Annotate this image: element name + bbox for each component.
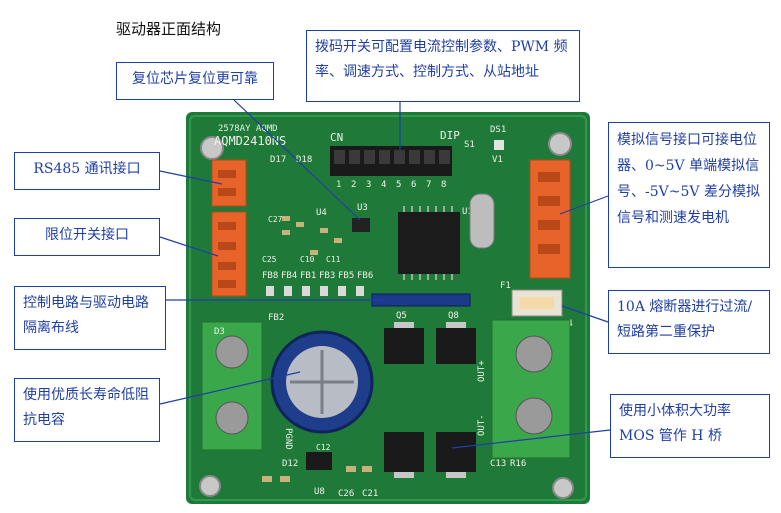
silk-c27: C27 bbox=[268, 215, 283, 224]
silk-c12: C12 bbox=[316, 443, 331, 452]
pointer-fuse bbox=[561, 305, 609, 323]
silk-fb4: FB4 bbox=[281, 271, 297, 281]
silk-f1: F1 bbox=[500, 281, 511, 291]
callout-rs485: RS485 通讯接口 bbox=[14, 152, 160, 190]
mounting-hole bbox=[548, 132, 572, 156]
silk-out-minus: OUT- bbox=[477, 414, 487, 436]
silk-d3: D3 bbox=[214, 327, 225, 337]
silk-u1: U1 bbox=[462, 207, 473, 217]
dip-number: 3 bbox=[366, 180, 371, 190]
mcu-chip bbox=[398, 212, 460, 274]
silk-q5: Q5 bbox=[396, 311, 407, 321]
mounting-hole bbox=[552, 477, 574, 499]
silk-fb1: FB1 bbox=[300, 271, 316, 281]
silk-fb5: FB5 bbox=[338, 271, 354, 281]
silk-cn: CN bbox=[330, 131, 343, 144]
silk-fb8: FB8 bbox=[262, 271, 278, 281]
silk-u3: U3 bbox=[357, 203, 368, 213]
mosfet bbox=[384, 432, 424, 472]
silk-c10: C10 bbox=[300, 255, 315, 264]
callout-fuse: 10A 熔断器进行过流/短路第二重保护 bbox=[608, 290, 770, 354]
dip-number: 6 bbox=[411, 180, 416, 190]
silk-s1: S1 bbox=[464, 140, 475, 150]
silk-d18: D18 bbox=[296, 155, 312, 165]
silk-d12: D12 bbox=[282, 459, 298, 469]
silk-u4: U4 bbox=[316, 208, 327, 218]
callout-dip-switch: 拨码开关可配置电流控制参数、PWM 频率、调速方式、控制方式、从站地址 bbox=[306, 30, 580, 102]
dip-number: 7 bbox=[426, 180, 431, 190]
silk-model: AQMD2410NS bbox=[214, 134, 286, 148]
mosfet bbox=[436, 328, 476, 364]
pointer-mosfet bbox=[451, 429, 611, 449]
reset-chip bbox=[352, 218, 370, 232]
dip-number: 5 bbox=[396, 180, 401, 190]
dip-number: 8 bbox=[441, 180, 446, 190]
dip-number: 1 bbox=[336, 180, 341, 190]
silk-c13: C13 bbox=[490, 459, 506, 469]
callout-limit-switch: 限位开关接口 bbox=[14, 218, 160, 256]
pointer-capacitor bbox=[159, 371, 301, 405]
page-title: 驱动器正面结构 bbox=[116, 20, 222, 38]
silk-v1: V1 bbox=[492, 155, 503, 165]
mounting-hole bbox=[200, 136, 224, 160]
silk-c21: C21 bbox=[362, 489, 378, 499]
pointer-reset bbox=[233, 99, 361, 221]
silk-c11: C11 bbox=[326, 255, 341, 264]
silk-r16: R16 bbox=[510, 459, 526, 469]
regulator bbox=[306, 452, 332, 470]
pointer-analog bbox=[559, 195, 609, 215]
silk-d17: D17 bbox=[270, 155, 286, 165]
analog-connector bbox=[529, 159, 571, 279]
pointer-limit bbox=[159, 236, 219, 257]
dip-number: 4 bbox=[381, 180, 386, 190]
callout-reset-chip: 复位芯片复位更可靠 bbox=[116, 62, 274, 100]
callout-capacitor: 使用优质长寿命低阻抗电容 bbox=[14, 378, 160, 442]
silk-top-code: 2578AY AQMD bbox=[218, 124, 278, 134]
pointer-lines bbox=[159, 99, 611, 449]
silk-fb6: FB6 bbox=[357, 271, 373, 281]
mounting-hole bbox=[199, 475, 221, 497]
silk-q8: Q8 bbox=[448, 311, 459, 321]
pointer-rs485 bbox=[159, 170, 223, 185]
mosfet bbox=[384, 328, 424, 364]
mosfet bbox=[436, 432, 476, 472]
dip-number: 2 bbox=[351, 180, 356, 190]
silk-out-plus: OUT+ bbox=[477, 360, 487, 382]
crystal bbox=[469, 193, 495, 249]
silk-fb2: FB2 bbox=[268, 313, 284, 323]
callout-mosfet: 使用小体积大功率 MOS 管作 H 桥 bbox=[610, 394, 770, 458]
callout-isolation: 控制电路与驱动电路隔离布线 bbox=[14, 286, 166, 350]
silk-c26: C26 bbox=[338, 489, 354, 499]
callout-analog: 模拟信号接口可接电位器、0~5V 单端模拟信号、-5V~5V 差分模拟信号和测速… bbox=[608, 122, 770, 268]
silk-ds1: DS1 bbox=[490, 125, 506, 135]
led bbox=[494, 140, 504, 150]
silk-dip: DIP bbox=[440, 129, 460, 142]
silk-c25: C25 bbox=[262, 255, 277, 264]
silk-fb3: FB3 bbox=[319, 271, 335, 281]
isolation-slot bbox=[371, 293, 471, 307]
silk-pgnd: PGND bbox=[283, 428, 293, 450]
silk-u8: U8 bbox=[314, 487, 325, 497]
